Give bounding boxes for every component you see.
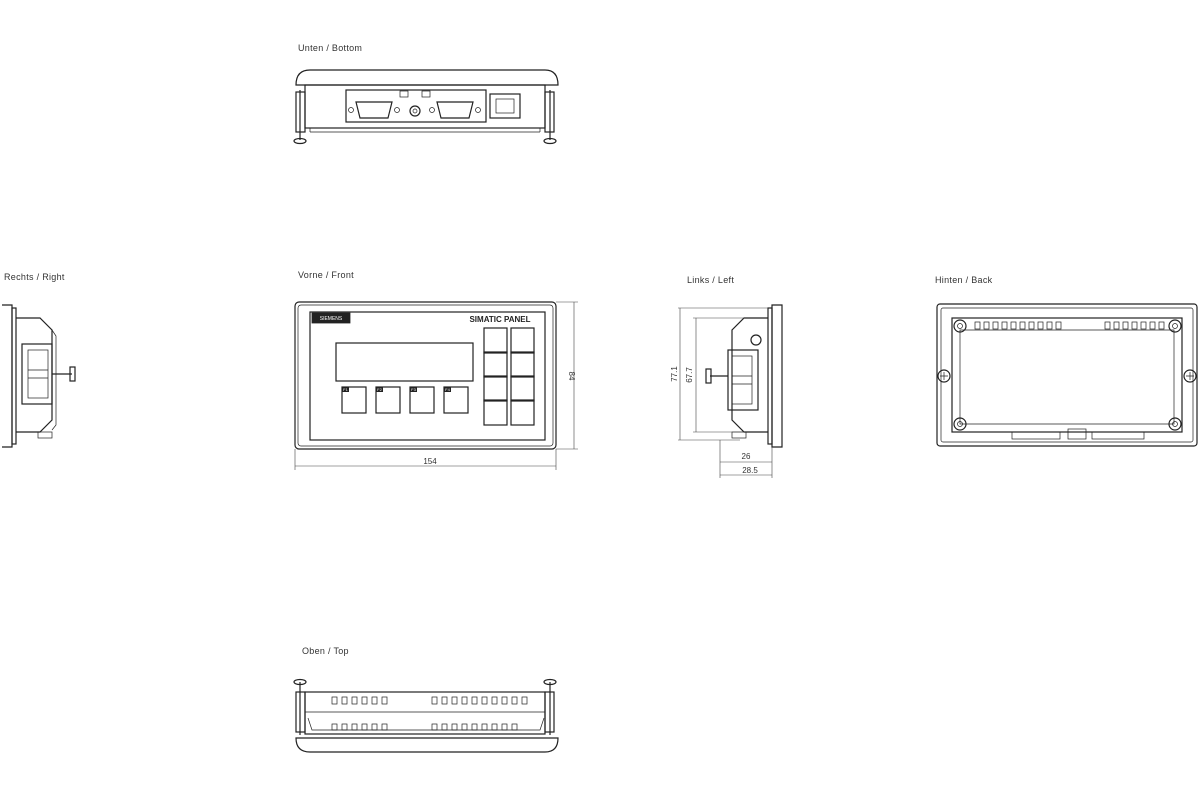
svg-text:F3: F3	[411, 387, 416, 392]
label-top-view: Oben / Top	[302, 646, 349, 656]
front-view-drawing: SIEMENS SIMATIC PANEL F1 F2 F3 F4	[294, 301, 578, 470]
left-view-drawing: 77.1 67.7 26 28.5	[670, 304, 783, 478]
right-view-drawing	[2, 304, 76, 448]
dim-left-inner: 67.7	[685, 367, 694, 383]
label-bottom-view: Unten / Bottom	[298, 43, 363, 53]
svg-text:F2: F2	[377, 387, 382, 392]
function-key-1[interactable]: F1	[341, 386, 367, 414]
dim-height: 84	[567, 372, 576, 381]
label-left-view: Links / Left	[687, 275, 735, 285]
back-view-drawing	[936, 303, 1198, 447]
label-front-view: Vorne / Front	[298, 270, 354, 280]
svg-text:F1: F1	[343, 387, 348, 392]
function-key-2[interactable]: F2	[375, 386, 401, 414]
function-key-3[interactable]: F3	[409, 386, 435, 414]
function-key-4[interactable]: F4	[443, 386, 469, 414]
dim-depth-outer: 28.5	[742, 466, 758, 475]
top-view-drawing	[293, 678, 559, 753]
svg-text:F4: F4	[445, 387, 450, 392]
logo-text: SIEMENS	[320, 316, 343, 322]
dim-left-outer: 77.1	[670, 366, 679, 382]
dim-width: 154	[423, 457, 437, 466]
dim-depth-inner: 26	[742, 452, 751, 461]
brand-text: SIMATIC PANEL	[469, 315, 530, 324]
label-back-view: Hinten / Back	[935, 275, 993, 285]
label-right-view: Rechts / Right	[4, 272, 65, 282]
bottom-view-drawing	[293, 69, 559, 145]
keypad[interactable]	[483, 327, 535, 426]
siemens-logo	[311, 312, 351, 324]
